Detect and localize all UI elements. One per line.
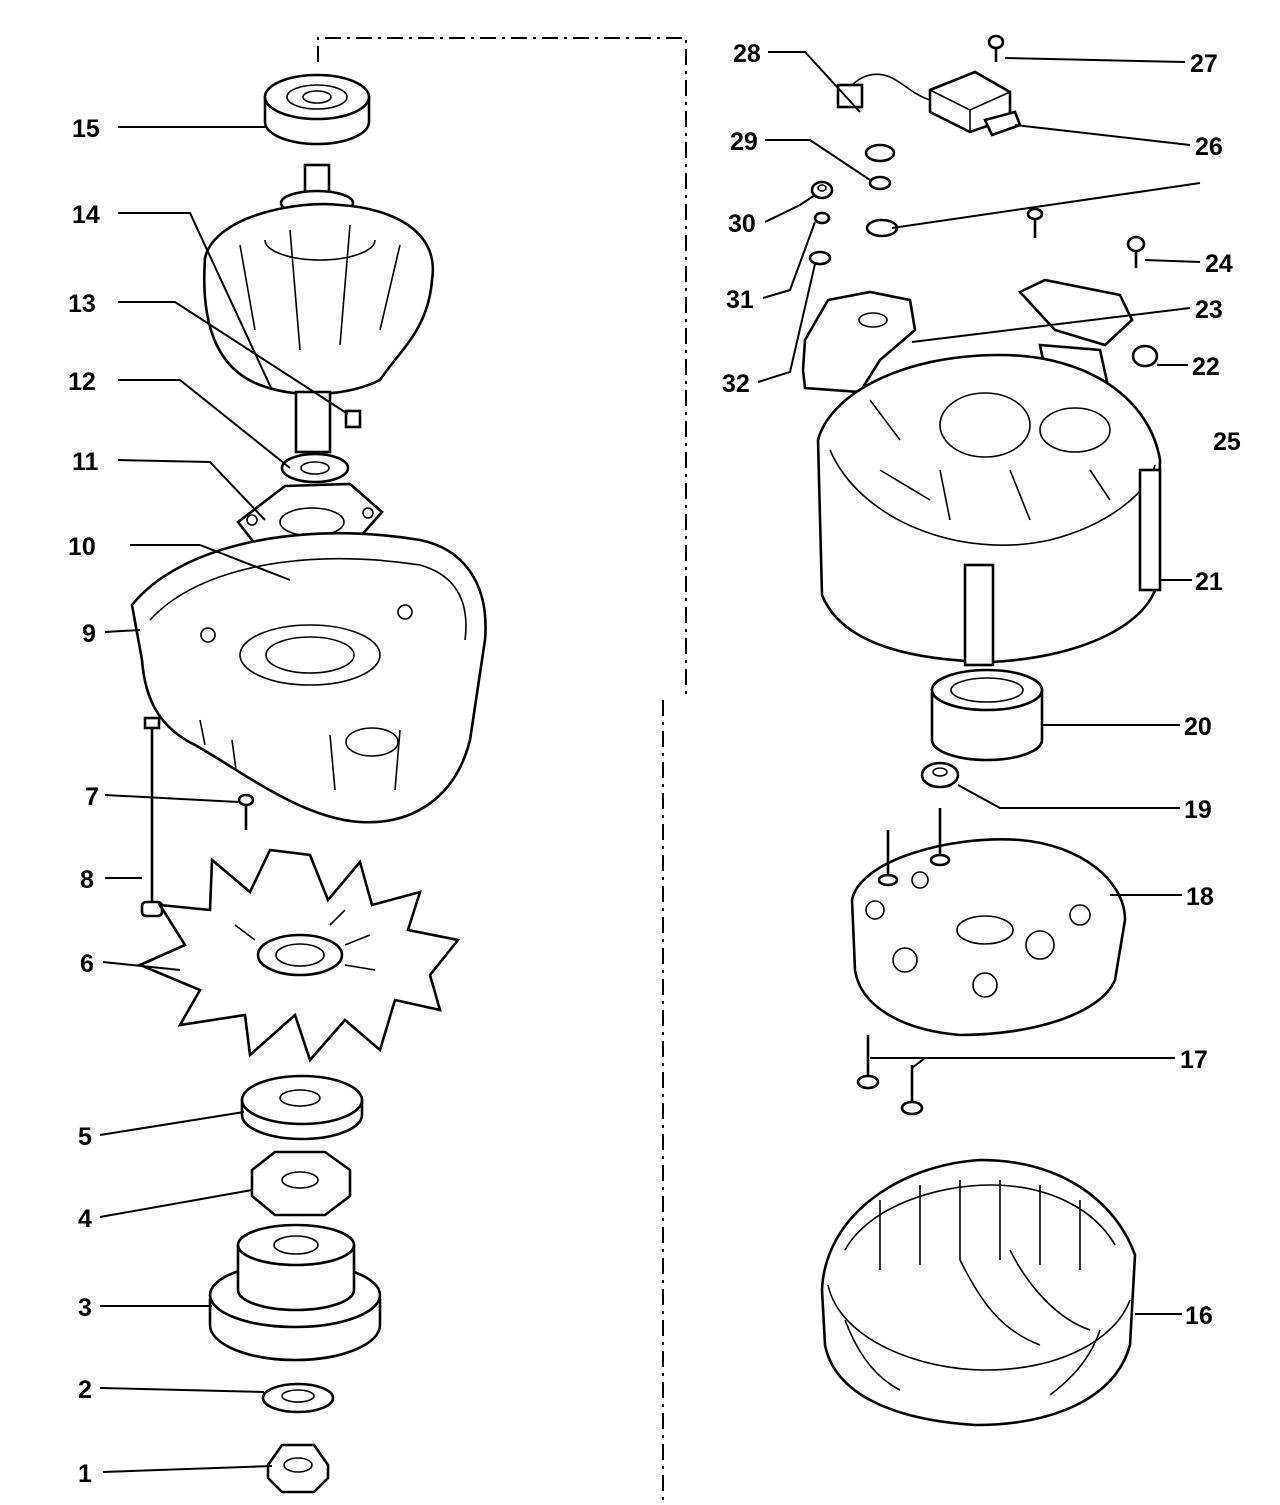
part-28-connector <box>836 83 864 109</box>
callout-3: 3 <box>78 1294 92 1322</box>
part-16-stator <box>820 1158 1137 1427</box>
part-8-through-bolt <box>140 716 164 918</box>
part-31-washer <box>813 211 831 225</box>
callout-14: 14 <box>72 201 100 229</box>
part-20-bearing <box>930 668 1044 762</box>
part-18-rectifier <box>850 808 1127 1037</box>
callout-23: 23 <box>1195 296 1223 324</box>
part-30-nut <box>810 180 834 200</box>
callout-25: 25 <box>1213 428 1241 456</box>
leader-lines <box>99 51 1201 1473</box>
callout-31: 31 <box>726 286 754 314</box>
part-17-screws <box>856 1035 924 1116</box>
callout-13: 13 <box>68 290 96 318</box>
callout-9: 9 <box>82 620 96 648</box>
callout-32: 32 <box>722 370 750 398</box>
part-14-rotor <box>202 163 435 454</box>
callout-27: 27 <box>1190 50 1218 78</box>
callout-30: 30 <box>728 210 756 238</box>
part-19-nut <box>920 761 960 789</box>
callout-26: 26 <box>1195 133 1223 161</box>
callout-29: 29 <box>730 128 758 156</box>
callout-24: 24 <box>1205 250 1233 278</box>
part-7-screw <box>237 793 255 830</box>
assembly-connector-line <box>317 37 971 1505</box>
callout-21: 21 <box>1195 568 1223 596</box>
part-21-slip-ring-housing <box>816 353 1162 667</box>
callout-10: 10 <box>68 533 96 561</box>
callout-22: 22 <box>1192 353 1220 381</box>
part-screw-small <box>1026 207 1044 238</box>
part-6-fan <box>136 848 461 1063</box>
part-12-washer <box>280 452 350 484</box>
callout-1: 1 <box>78 1460 92 1488</box>
callout-4: 4 <box>78 1205 92 1233</box>
part-29-nut <box>864 143 896 191</box>
callout-17: 17 <box>1180 1046 1208 1074</box>
callout-6: 6 <box>80 950 94 978</box>
part-5-spacer <box>240 1074 364 1141</box>
part-23-terminal-insulator <box>801 290 917 394</box>
callout-18: 18 <box>1186 883 1214 911</box>
callout-16: 16 <box>1185 1302 1213 1330</box>
callout-7: 7 <box>85 783 99 811</box>
callout-28: 28 <box>733 40 761 68</box>
callout-2: 2 <box>78 1376 92 1404</box>
part-32-washer <box>808 250 832 266</box>
callout-labels: 1 2 3 4 5 6 7 8 9 10 11 12 13 14 15 16 1… <box>68 40 1241 1488</box>
callout-12: 12 <box>68 368 96 396</box>
callout-15: 15 <box>72 115 100 143</box>
part-15-bearing <box>263 73 371 146</box>
callout-8: 8 <box>80 866 94 894</box>
part-9-drive-end-housing <box>130 531 487 824</box>
part-26-regulator <box>847 70 1022 137</box>
callout-19: 19 <box>1184 796 1212 824</box>
part-27-screw <box>987 34 1005 62</box>
part-24-screw <box>1126 235 1146 268</box>
part-4-hex-collar <box>250 1150 352 1217</box>
callout-20: 20 <box>1184 713 1212 741</box>
part-1-nut <box>266 1443 330 1494</box>
callout-5: 5 <box>78 1123 92 1151</box>
part-2-lock-washer <box>261 1382 335 1414</box>
part-3-pulley <box>208 1223 382 1362</box>
callout-11: 11 <box>72 448 99 476</box>
part-13-key <box>344 409 362 429</box>
